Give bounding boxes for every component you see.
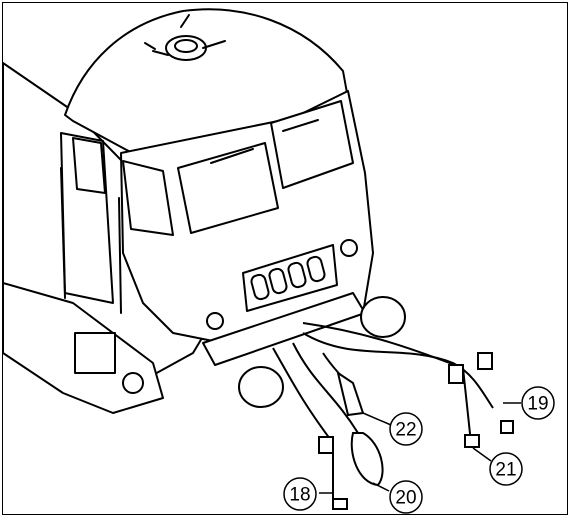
coupling-18-end <box>332 498 348 510</box>
callout-22-circle <box>389 412 423 446</box>
callout-22-label: 22 <box>395 420 416 441</box>
indicator-window <box>306 255 326 283</box>
grab-rail <box>60 167 66 299</box>
headlamp-right <box>340 239 358 257</box>
coupling-19 <box>477 352 493 370</box>
callout-19-circle <box>521 386 555 420</box>
locomotive-diagram: 18 19 20 21 22 <box>3 8 555 514</box>
roof-horn-bells <box>144 14 226 56</box>
roof-horn-inner <box>174 39 198 53</box>
headlamp-left <box>206 312 224 330</box>
indicator-window <box>250 273 270 301</box>
buffer-left <box>238 366 284 408</box>
leader-22 <box>362 412 392 426</box>
bogie-wheel <box>122 372 144 394</box>
coupling-18 <box>318 436 334 454</box>
coupling-21-end <box>464 434 480 448</box>
leader-21 <box>472 447 492 462</box>
buffer-right <box>360 296 406 338</box>
wiper-right <box>282 119 319 132</box>
windscreen-left <box>177 142 279 234</box>
coupling-20 <box>350 432 384 487</box>
cab-side-window <box>122 160 174 236</box>
side-window <box>72 137 106 194</box>
callout-19-label: 19 <box>527 394 548 415</box>
coupling-21 <box>448 364 464 384</box>
callout-20-circle <box>389 480 423 514</box>
grab-rail <box>118 197 122 314</box>
windscreen-right <box>270 100 354 189</box>
callout-18-label: 18 <box>289 485 310 506</box>
bogie-box <box>74 332 116 374</box>
coupling-19-end <box>500 420 514 434</box>
hose-20-line <box>292 342 359 434</box>
indicator-window <box>287 261 307 289</box>
callout-20-label: 20 <box>395 488 416 509</box>
hose-21-line <box>302 322 472 444</box>
leader-20 <box>372 482 390 492</box>
callout-21-label: 21 <box>495 460 516 481</box>
wiper-left <box>210 148 254 164</box>
indicator-window <box>268 267 288 295</box>
callout-21-circle <box>489 452 523 486</box>
callout-18-circle <box>283 477 317 511</box>
